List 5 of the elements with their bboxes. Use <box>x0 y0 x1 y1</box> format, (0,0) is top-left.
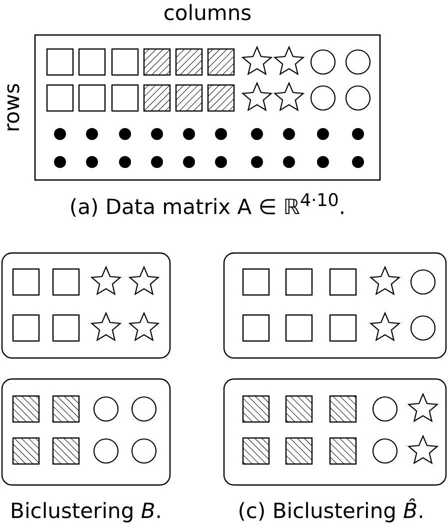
axis-label: columns <box>162 2 253 26</box>
figure-caption: (a) Data matrix A ∈ ℝ$^{4·10}$. <box>68 192 347 220</box>
figure-caption: Biclustering B. <box>9 500 163 524</box>
figure-caption: (c) Biclustering B̂. <box>236 500 426 524</box>
axis-label: rows <box>1 82 24 132</box>
